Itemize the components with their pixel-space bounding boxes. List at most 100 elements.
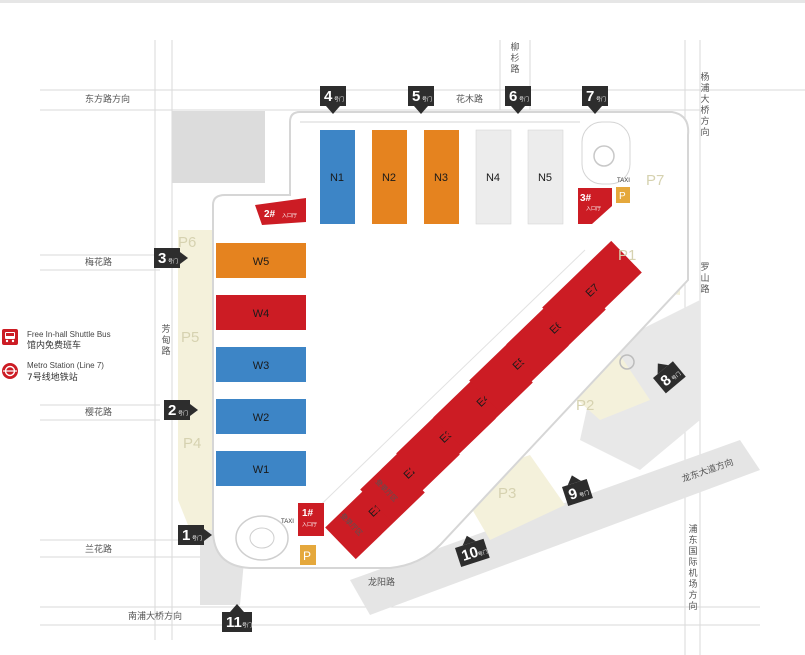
- gate-arrow-icon: [180, 252, 188, 264]
- parking-p3: P3: [498, 485, 516, 502]
- parking-p2: P2: [576, 397, 594, 414]
- road-liushan: 柳杉路: [510, 41, 519, 75]
- longdong-road-area: [350, 440, 760, 615]
- parking-p6: P6: [178, 234, 196, 251]
- hall-n1-label: N1: [330, 172, 344, 184]
- hall-w3[interactable]: [216, 347, 306, 382]
- hall-n4[interactable]: [475, 129, 512, 225]
- venue-outline: [212, 111, 690, 569]
- gate-arrow-icon: [588, 106, 602, 114]
- hall-n2[interactable]: [372, 130, 407, 224]
- gate-suffix: 号门: [168, 258, 178, 265]
- gate-suffix: 号门: [578, 489, 590, 499]
- gate-arrow-icon: [414, 106, 428, 114]
- east-corridor-line: [304, 249, 586, 521]
- hall-w4[interactable]: [216, 295, 306, 330]
- hall-w3-label: W3: [253, 360, 270, 372]
- west-halls: W5 W4 W3 W2 W1: [216, 243, 306, 486]
- entrance-1-num: 1#: [302, 508, 314, 519]
- parking-icon-north-text: P: [619, 191, 626, 202]
- hall-n3[interactable]: [424, 130, 459, 224]
- entrance-2[interactable]: 2# 入口厅: [255, 198, 306, 225]
- gate-suffix: 号门: [242, 622, 252, 629]
- taxi-label-north: TAXI: [617, 178, 630, 184]
- parking-icon-south-text: P: [303, 549, 311, 563]
- entrance-1[interactable]: 1# 入口厅: [298, 503, 324, 536]
- north-halls: N1 N2 N3 N4 N5: [320, 129, 564, 225]
- gate-suffix: 号门: [178, 410, 188, 417]
- hall-n3-label: N3: [434, 172, 448, 184]
- gate-suffix: 号门: [596, 96, 606, 103]
- legend: Free In-hall Shuttle Bus 馆内免费班车 Metro St…: [2, 329, 111, 383]
- road-huamu: 花木路: [456, 93, 483, 105]
- parking-p5: P5: [181, 329, 199, 346]
- road-lanhua: 兰花路: [85, 543, 112, 555]
- hall-n1[interactable]: [320, 130, 355, 224]
- gate-suffix: 号门: [519, 96, 529, 103]
- hall-n5[interactable]: [527, 129, 564, 225]
- gate-number: 7: [586, 88, 594, 105]
- taxi-label-south: TAXI: [281, 519, 294, 525]
- gate-suffix: 号门: [192, 535, 202, 542]
- gate-arrow-icon: [657, 363, 669, 375]
- gate-suffix: 号门: [477, 548, 489, 558]
- gate-number: 1: [182, 527, 190, 544]
- parking-p7: P7: [646, 172, 664, 189]
- parking-icon-north: P: [616, 187, 630, 203]
- gate-arrow-icon: [230, 604, 244, 612]
- gate-number: 3: [158, 250, 166, 267]
- east-halls: E1 E2 E3 E4 E5 E6 E7: [325, 240, 642, 560]
- roundabout-south-inner: [249, 527, 275, 549]
- legend-metro-en: Metro Station (Line 7): [27, 361, 104, 370]
- gate-arrow-icon: [511, 106, 525, 114]
- parking-p4: P4: [183, 435, 201, 452]
- parking-icon-south: P: [300, 545, 316, 565]
- entrance-2-label: 入口厅: [282, 213, 297, 219]
- entrance-1-label: 入口厅: [302, 522, 317, 528]
- legend-shuttle-en: Free In-hall Shuttle Bus: [27, 330, 111, 339]
- entrance-3-num: 3#: [580, 193, 592, 204]
- hall-w2-label: W2: [253, 412, 270, 424]
- roundabout-north: [593, 145, 615, 167]
- road-airport: 浦东国际机场方向: [688, 523, 697, 612]
- top-divider: [0, 0, 805, 3]
- gate-arrow-icon: [326, 106, 340, 114]
- hall-w2[interactable]: [216, 399, 306, 434]
- road-dongfang: 东方路方向: [85, 93, 130, 105]
- gate-suffix: 号门: [422, 96, 432, 103]
- hall-w5[interactable]: [216, 243, 306, 278]
- entrance-2-num: 2#: [264, 209, 276, 220]
- road-meihua: 梅花路: [85, 256, 112, 268]
- road-luoshan: 罗山路: [700, 262, 709, 295]
- legend-metro-cn: 7号线地铁站: [27, 371, 78, 383]
- gate-arrow-icon: [204, 529, 212, 541]
- road-longyang: 龙阳路: [368, 576, 395, 588]
- hall-w5-label: W5: [253, 256, 270, 268]
- gate-arrow-icon: [190, 404, 198, 416]
- hall-n4-label: N4: [486, 172, 500, 184]
- gate-8[interactable]: 8号门: [648, 355, 686, 394]
- roundabout-south: [235, 515, 289, 561]
- entrance-3-label: 入口厅: [586, 206, 601, 212]
- hall-e7[interactable]: [542, 240, 642, 340]
- entrance-3[interactable]: 3# 入口厅: [578, 188, 612, 224]
- hall-w1[interactable]: [216, 451, 306, 486]
- gate-arrow-icon: [567, 475, 582, 486]
- road-yingcun: 樱花路: [85, 406, 112, 418]
- gate-number: 4: [324, 88, 333, 105]
- gate-number: 2: [168, 402, 176, 419]
- roundabout-east: [619, 354, 635, 370]
